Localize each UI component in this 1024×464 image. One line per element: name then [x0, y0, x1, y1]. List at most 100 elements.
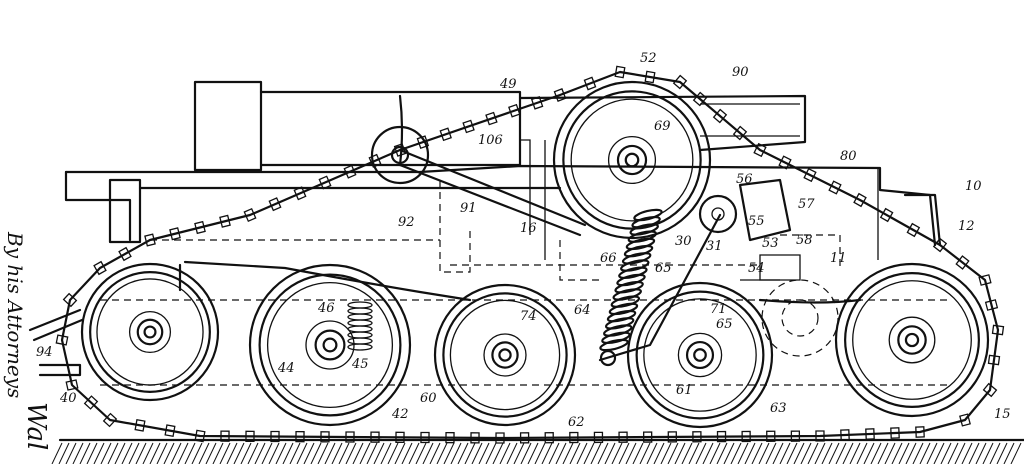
- hatch-stroke: [800, 442, 812, 464]
- hatch-stroke: [485, 442, 497, 464]
- wheel-hub-ring: [305, 320, 355, 370]
- track-link: [865, 428, 875, 440]
- track-link: [732, 125, 748, 141]
- idler-outline: [761, 279, 839, 357]
- hatch-stroke: [520, 442, 532, 464]
- spring-coil: [347, 313, 373, 321]
- spring-coil: [603, 324, 633, 337]
- hatch-stroke: [422, 442, 434, 464]
- road-wheel-2: [248, 263, 412, 427]
- hatch-stroke: [898, 442, 910, 464]
- hatch-stroke: [310, 442, 322, 464]
- hatch-stroke: [870, 442, 882, 464]
- hatch-stroke: [506, 442, 518, 464]
- hatch-stroke: [415, 442, 427, 464]
- track-link: [712, 108, 728, 124]
- hatch-stroke: [919, 442, 931, 464]
- ref-numeral-40: 40: [59, 391, 77, 406]
- track-link: [420, 431, 430, 444]
- hatch-stroke: [303, 442, 315, 464]
- wheel-rim: [433, 283, 577, 427]
- track-link: [644, 70, 656, 84]
- hatch-stroke: [135, 442, 147, 464]
- suspension-linkage: [370, 125, 801, 367]
- track-link: [593, 431, 604, 444]
- ref-numeral-71: 71: [710, 302, 727, 317]
- hatch-stroke: [625, 442, 637, 464]
- ref-numeral-61: 61: [676, 383, 693, 398]
- hatch-stroke: [72, 442, 84, 464]
- hatch-stroke: [121, 442, 133, 464]
- hatch-stroke: [156, 442, 168, 464]
- hatch-stroke: [849, 442, 861, 464]
- hatch-stroke: [632, 442, 644, 464]
- hatch-stroke: [93, 442, 105, 464]
- hatch-stroke: [681, 442, 693, 464]
- hatch-stroke: [184, 442, 196, 464]
- hatch-stroke: [534, 442, 546, 464]
- hatch-stroke: [268, 442, 280, 464]
- hatch-stroke: [940, 442, 952, 464]
- track-link: [618, 431, 628, 443]
- hatch-stroke: [247, 442, 259, 464]
- wheel-disc: [266, 281, 394, 409]
- hatch-stroke: [604, 442, 616, 464]
- hatch-stroke: [170, 442, 182, 464]
- hatch-stroke: [709, 442, 721, 464]
- wheel-tire: [562, 90, 702, 230]
- hatch-stroke: [79, 442, 91, 464]
- coil-spring: [599, 208, 663, 352]
- hatch-stroke: [779, 442, 791, 464]
- ref-numeral-57: 57: [798, 197, 815, 212]
- drive-wheel: [552, 80, 712, 240]
- track-link: [245, 430, 255, 443]
- track-link: [293, 186, 307, 201]
- spring-coil: [347, 337, 373, 345]
- track-link: [219, 214, 231, 228]
- hatch-stroke: [387, 442, 399, 464]
- wheel-hub-ring: [888, 316, 936, 364]
- spring-coil: [610, 295, 641, 308]
- spring-coil: [347, 301, 373, 309]
- wheel-disc: [449, 299, 561, 411]
- track-link: [368, 153, 382, 168]
- hatch-stroke: [240, 442, 252, 464]
- track-link: [614, 65, 626, 79]
- track-link: [959, 413, 971, 427]
- hatch-stroke: [786, 442, 798, 464]
- hatch-stroke: [527, 442, 539, 464]
- road-wheel-3: [433, 283, 577, 427]
- ref-numeral-45: 45: [351, 357, 369, 372]
- ref-numeral-11: 11: [830, 251, 847, 266]
- hatch-stroke: [863, 442, 875, 464]
- track-link: [220, 430, 230, 442]
- wheel-hub: [314, 329, 346, 361]
- hatch-stroke: [772, 442, 784, 464]
- track-link: [343, 164, 357, 179]
- track-link: [753, 142, 767, 158]
- track-link: [519, 432, 530, 444]
- ref-numeral-54: 54: [748, 261, 765, 276]
- spring-coil: [601, 331, 631, 345]
- track-link: [530, 96, 544, 110]
- hatch-stroke: [128, 442, 140, 464]
- track-link: [370, 431, 380, 443]
- track-link: [879, 207, 894, 223]
- wheel-disc: [852, 280, 972, 400]
- hatch-stroke: [394, 442, 406, 464]
- hatch-stroke: [653, 442, 665, 464]
- hatch-stroke: [149, 442, 161, 464]
- hatch-stroke: [793, 442, 805, 464]
- hatch-stroke: [471, 442, 483, 464]
- hatch-stroke: [100, 442, 112, 464]
- hatch-stroke: [884, 442, 896, 464]
- hatch-stroke: [324, 442, 336, 464]
- hatch-stroke: [429, 442, 441, 464]
- hatch-stroke: [443, 442, 455, 464]
- track-link: [393, 143, 407, 157]
- ref-numeral-49: 49: [499, 77, 517, 92]
- road-wheels: [80, 80, 990, 429]
- ground-hatching: [51, 438, 1024, 464]
